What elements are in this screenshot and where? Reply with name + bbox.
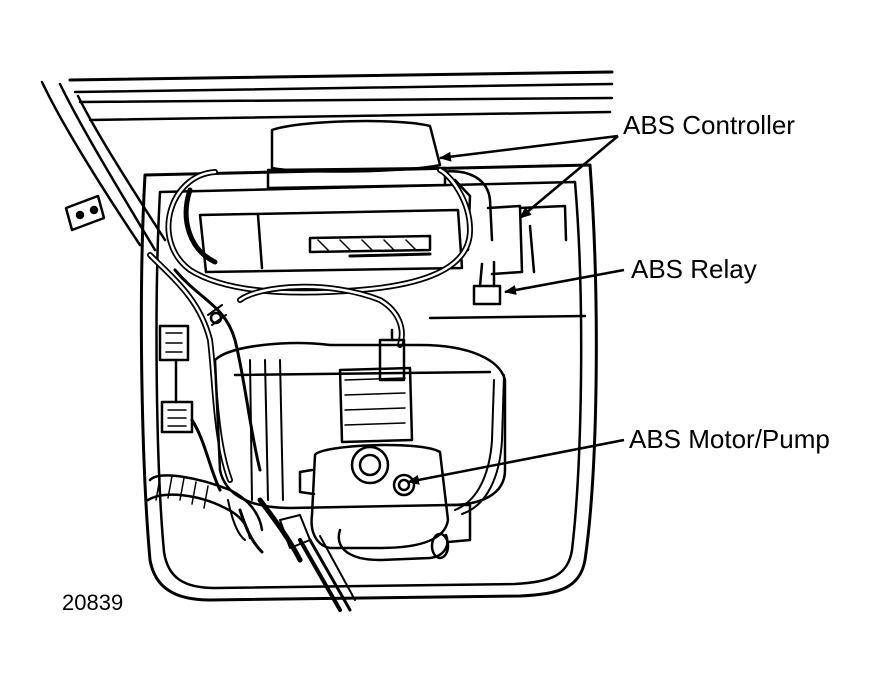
figure-number: 20839 — [62, 590, 123, 615]
relay-arrow — [504, 268, 625, 295]
leader-arrows — [407, 134, 625, 485]
abs-controller-label: ABS Controller — [623, 110, 795, 140]
vehicle-compartment-drawing — [40, 70, 614, 612]
controller-arrow-left — [439, 134, 619, 162]
controller-arrow-right — [519, 135, 619, 219]
abs-relay-label: ABS Relay — [631, 254, 757, 284]
abs-motor-pump-label: ABS Motor/Pump — [629, 424, 830, 454]
motor-pump-arrow — [407, 438, 625, 485]
